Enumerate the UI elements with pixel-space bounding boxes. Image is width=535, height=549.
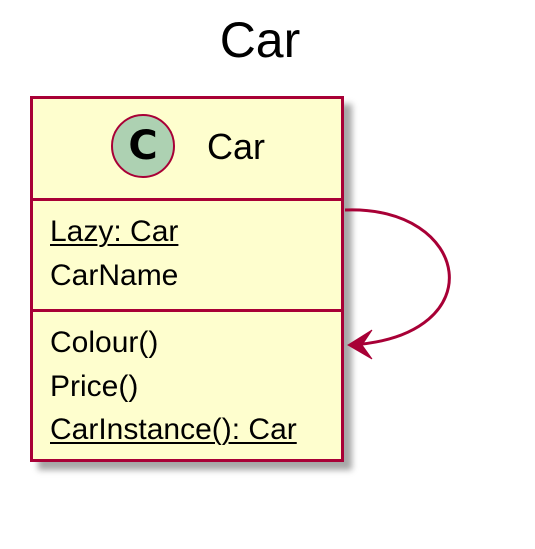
method-colour: Colour()	[50, 326, 159, 359]
self-association-line	[344, 208, 451, 347]
fields-compartment: Lazy: Car CarName	[33, 201, 341, 312]
field-carname: CarName	[50, 259, 179, 292]
class-name: Car	[207, 126, 266, 167]
field-lazy: Lazy: Car	[50, 215, 179, 248]
method-carinstance: CarInstance(): Car	[50, 413, 297, 446]
diagram-title: Car	[219, 12, 301, 68]
class-header: C Car	[33, 99, 341, 201]
method-price: Price()	[50, 370, 139, 403]
class-car[interactable]: C Car Lazy: Car CarName Colour() Price()…	[30, 96, 344, 462]
arrowhead-icon	[347, 329, 373, 360]
class-stereotype-icon: C	[111, 114, 175, 178]
